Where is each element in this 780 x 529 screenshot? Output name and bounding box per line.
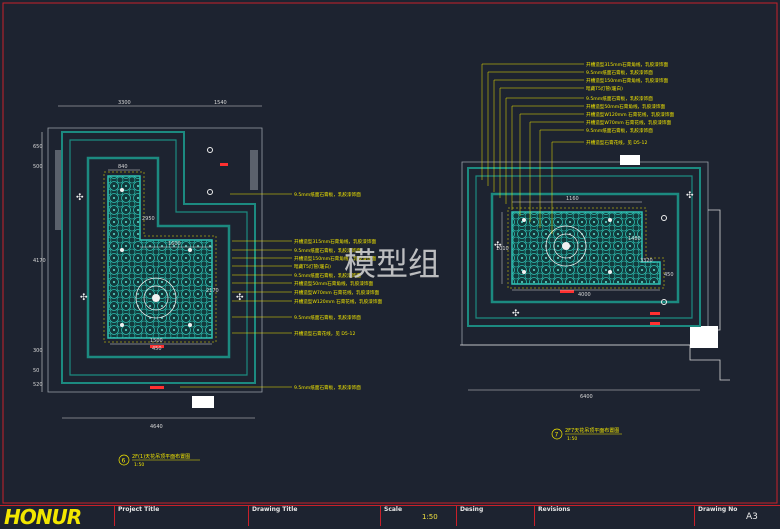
svg-text:✣: ✣ xyxy=(686,191,694,201)
dim-inner-4: 2170 xyxy=(206,288,219,294)
dim-inner-5: 1500 xyxy=(150,338,163,344)
company-logo: HONUR xyxy=(4,505,82,529)
left-callout-4: 开槽造型150mm石膏角线，乳胶漆饰面 xyxy=(294,255,376,262)
dim-right-4: 4000 xyxy=(578,292,591,298)
right-callout-4: 暗藏T5灯管(暖白) xyxy=(586,85,623,92)
left-callout-9: 开槽造型W120mm 石膏花线，乳胶漆饰面 xyxy=(294,298,382,305)
drawing-title-cell: Drawing Title xyxy=(248,506,380,526)
watermark: 模型组 xyxy=(344,245,440,283)
right-callout-7: 开槽造型W120mm 石膏花线，乳胶漆饰面 xyxy=(586,111,674,118)
design-label: Desing xyxy=(460,506,484,513)
right-caption-bubble xyxy=(551,428,563,440)
left-callout-3: 9.5mm纸面石膏板，乳胶漆饰面 xyxy=(294,247,361,254)
left-caption-number: 6 xyxy=(122,458,126,465)
dim-inner-1: 840 xyxy=(118,164,128,170)
dim-inner-3: 1600 xyxy=(168,241,181,247)
right-callout-1: 开槽造型315mm石膏角线，乳胶漆饰面 xyxy=(586,61,668,68)
scale-label: Scale xyxy=(384,506,403,513)
dim-right-3: 1480 xyxy=(628,236,641,242)
revisions-label: Revisions xyxy=(538,506,571,513)
right-callout-2: 9.5mm纸面石膏板，乳胶漆饰面 xyxy=(586,69,653,76)
title-block xyxy=(0,505,780,527)
dim-left-top-2: 1540 xyxy=(214,100,227,106)
dim-left-side-3: 4170 xyxy=(33,258,46,264)
right-callout-6: 开槽造型50mm石膏角线，乳胶漆饰面 xyxy=(586,103,666,110)
left-caption-bubble xyxy=(118,454,130,466)
dim-left-top-1: 3300 xyxy=(118,100,131,106)
project-title-label: Project Title xyxy=(118,506,160,513)
svg-text:✣: ✣ xyxy=(512,309,520,319)
left-callout-10: 9.5mm纸面石膏板，乳胶漆饰面 xyxy=(294,314,361,321)
right-caption-title: 2F7天花吊顶平面布置图 xyxy=(565,427,619,434)
dim-right-6: 450 xyxy=(664,272,674,278)
drawing-frame xyxy=(2,2,778,504)
left-callout-2: 开槽造型315mm石膏角线，乳胶漆饰面 xyxy=(294,238,376,245)
scale-value: 1:50 xyxy=(422,513,438,521)
dim-left-side-5: 50 xyxy=(33,368,39,374)
left-callout-11: 开槽造型石膏花线，见 D5-12 xyxy=(294,330,355,337)
revisions-cell: Revisions xyxy=(534,506,694,526)
scale-cell: Scale 1:50 xyxy=(380,506,456,526)
project-title-cell: Project Title xyxy=(114,506,248,526)
dim-right-bottom: 6400 xyxy=(580,394,593,400)
left-callout-5: 暗藏T5灯管(暖白) xyxy=(294,263,331,270)
right-callout-10: 开槽造型石膏花线，见 D5-12 xyxy=(586,139,647,146)
svg-text:✣: ✣ xyxy=(76,193,84,203)
dim-left-side-1: 650 xyxy=(33,144,43,150)
right-caption-scale: 1:50 xyxy=(567,436,577,442)
right-caption-number: 7 xyxy=(555,432,559,439)
dim-right-5: 3320 xyxy=(640,258,653,264)
design-cell: Desing xyxy=(456,506,534,526)
dim-left-side-6: 520 xyxy=(33,382,43,388)
svg-text:✣: ✣ xyxy=(80,293,88,303)
right-callout-9: 9.5mm纸面石膏板，乳胶漆饰面 xyxy=(586,127,653,134)
dim-left-side-4: 300 xyxy=(33,348,43,354)
dim-left-bottom: 4640 xyxy=(150,424,163,430)
drawing-no-cell: Drawing No A3 xyxy=(694,506,780,526)
svg-text:✣: ✣ xyxy=(236,293,244,303)
right-ceiling-plan: ✣ ✣ ✣ xyxy=(460,63,730,391)
dim-inner-6: 450 xyxy=(152,346,162,352)
dim-right-2: 1010 xyxy=(496,246,509,252)
drawing-title-label: Drawing Title xyxy=(252,506,298,513)
dim-left-side-2: 500 xyxy=(33,164,43,170)
left-caption-title: 2F(1)天花吊顶平面布置图 xyxy=(132,453,190,460)
left-caption-scale: 1:50 xyxy=(134,462,144,468)
left-ceiling-plan: ✣ ✣ ✣ xyxy=(41,105,292,419)
left-callout-8: 开槽造型W70mm 石膏花线，乳胶漆饰面 xyxy=(294,289,380,296)
right-callout-3: 开槽造型150mm石膏角线，乳胶漆饰面 xyxy=(586,77,668,84)
dim-right-1: 1160 xyxy=(566,196,579,202)
left-callout-7: 开槽造型50mm石膏角线，乳胶漆饰面 xyxy=(294,280,374,287)
drawing-no-label: Drawing No xyxy=(698,506,738,513)
left-callout-12: 9.5mm纸面石膏板，乳胶漆饰面 xyxy=(294,384,361,391)
right-callout-8: 开槽造型W70mm 石膏花线，乳胶漆饰面 xyxy=(586,119,672,126)
left-callout-1: 9.5mm纸面石膏板，乳胶漆饰面 xyxy=(294,191,361,198)
svg-text:✣: ✣ xyxy=(494,241,502,251)
dim-inner-2: 2950 xyxy=(142,216,155,222)
right-callout-5: 9.5mm纸面石膏板，乳胶漆饰面 xyxy=(586,95,653,102)
left-callout-6: 9.5mm纸面石膏板，乳胶漆饰面 xyxy=(294,272,361,279)
drawing-no-value: A3 xyxy=(746,512,758,522)
